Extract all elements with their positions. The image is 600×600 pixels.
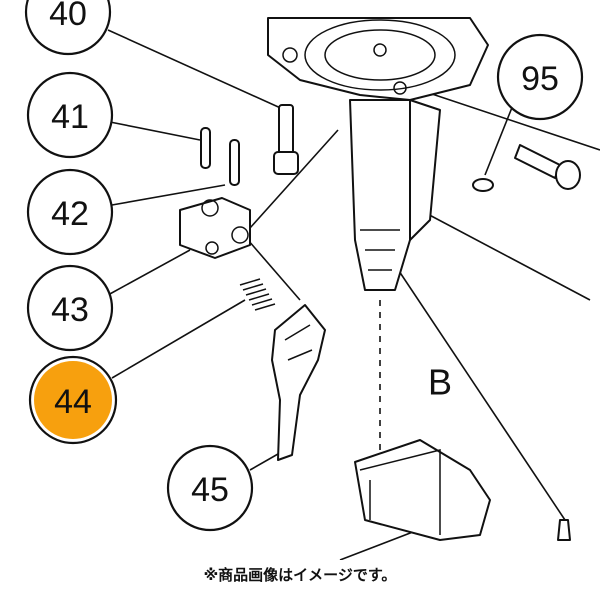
pin-parts-41 [200,127,240,186]
callout-44-highlighted: 44 [28,355,118,445]
image-disclaimer: ※商品画像はイメージです。 [203,566,397,584]
callout-41: 41 [26,71,114,159]
exploded-view: 40 41 42 43 44 45 95 B [24,0,600,560]
callout-42: 42 [26,168,114,256]
callout-45-label: 45 [191,471,229,509]
callout-43-label: 43 [51,291,89,329]
spring-part-44 [239,278,276,311]
screw-part-40 [273,104,299,175]
block-part-42 [179,197,251,259]
callout-95-label: 95 [521,60,559,98]
housing-part [267,17,489,291]
callout-41-label: 41 [51,98,89,136]
section-label-b: B [428,362,452,403]
callout-42-label: 42 [51,195,89,233]
lever-part-45 [271,304,326,461]
leader-lines [107,29,600,560]
callout-45: 45 [166,444,254,532]
callout-43: 43 [26,264,114,352]
part-b [354,439,571,541]
screw-part-95 [472,144,581,192]
callout-95: 95 [496,33,584,121]
callout-40-label: 40 [49,0,87,33]
callout-44-label: 44 [54,383,92,421]
callout-40: 40 [24,0,112,56]
